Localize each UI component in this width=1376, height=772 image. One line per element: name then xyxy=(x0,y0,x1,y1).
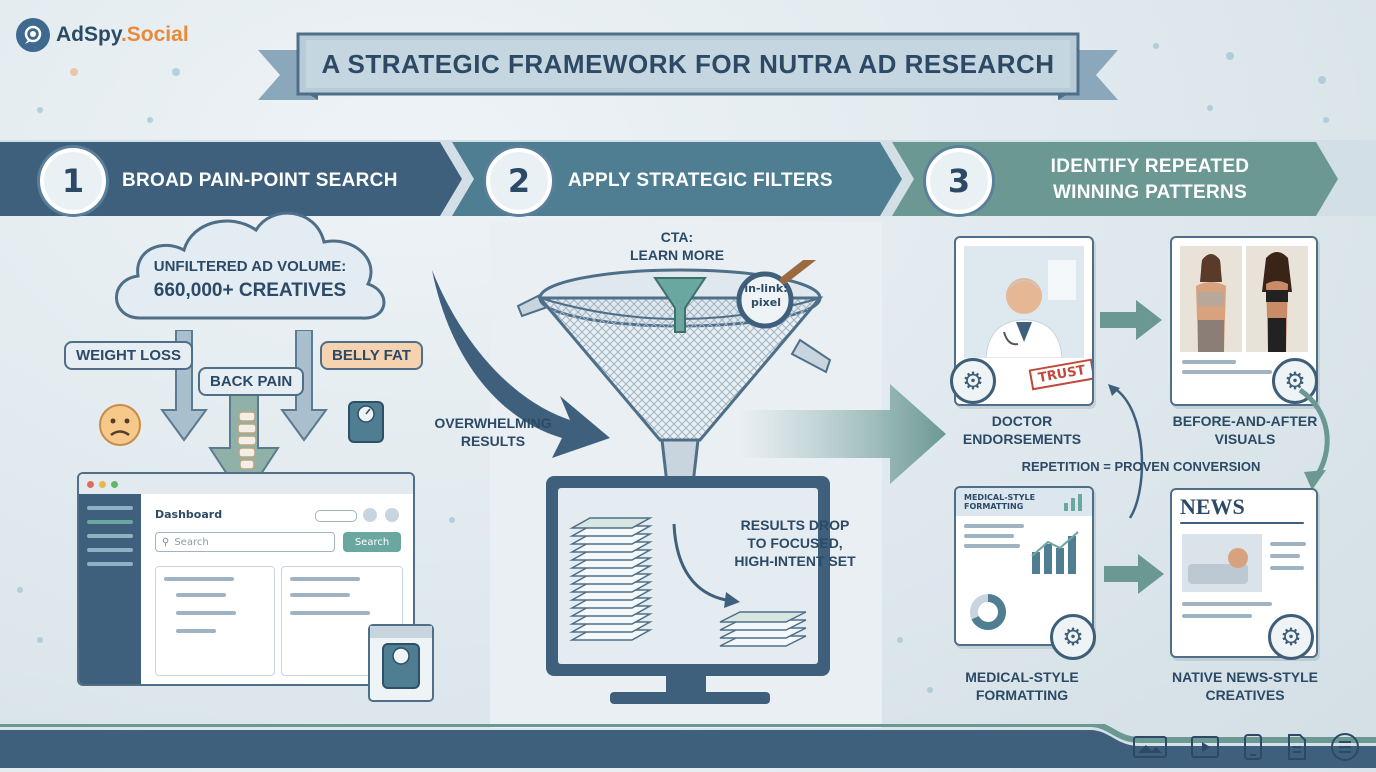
results-card-right xyxy=(281,566,403,676)
cloud-shape xyxy=(115,211,386,320)
footer xyxy=(0,721,1376,768)
step-2-badge: 2 xyxy=(486,148,552,214)
overwhelming-label: OVERWHELMING RESULTS xyxy=(434,415,552,449)
keyword-belly-fat[interactable]: BELLY FAT xyxy=(320,341,423,370)
before-image xyxy=(1180,246,1242,352)
trust-stamp: TRUST xyxy=(1028,358,1092,391)
cloud-line-2: 660,000+ CREATIVES xyxy=(153,280,347,301)
user-avatar[interactable] xyxy=(363,508,377,522)
doctor-illustration xyxy=(985,260,1076,359)
sidebar-item[interactable] xyxy=(87,534,133,538)
cloud-line-1: UNFILTERED AD VOLUME: xyxy=(153,258,347,275)
step-1-label: BROAD PAIN-POINT SEARCH xyxy=(122,170,398,191)
keyword-back-pain[interactable]: BACK PAIN xyxy=(198,367,305,396)
dashboard-window: Dashboard ⚲ Search Search xyxy=(77,472,415,686)
sidebar-item[interactable] xyxy=(87,520,133,524)
settings-avatar[interactable] xyxy=(385,508,399,522)
native-label: NATIVE NEWS-STYLE CREATIVES xyxy=(1172,669,1318,703)
step-3-label: IDENTIFY REPEATED WINNING PATTERNS xyxy=(1050,156,1250,203)
brand-name: AdSpy xyxy=(56,23,121,46)
step-bar xyxy=(0,142,1338,216)
donut-chart-icon xyxy=(970,594,1006,630)
pixel-lens-text: in-link: pixel xyxy=(744,282,788,309)
gear-icon: ⚙ xyxy=(1272,358,1318,404)
step-3-badge: 3 xyxy=(926,148,992,214)
doctor-label: DOCTOR ENDORSEMENTS xyxy=(962,413,1082,447)
arrow-to-patterns xyxy=(740,384,946,484)
after-image xyxy=(1246,246,1308,352)
line-chart-icon xyxy=(1031,531,1079,574)
list-icon[interactable] xyxy=(1330,732,1360,762)
news-masthead: NEWS xyxy=(1180,494,1245,519)
brand-logo[interactable]: AdSpy.Social xyxy=(16,18,189,52)
gear-icon: ⚙ xyxy=(1050,614,1096,660)
news-card: NEWS xyxy=(1170,488,1318,658)
repetition-label: REPETITION = PROVEN CONVERSION xyxy=(1021,459,1261,474)
filter-funnel xyxy=(516,260,832,512)
page-title: A STRATEGIC FRAMEWORK FOR NUTRA AD RESEA… xyxy=(321,48,1055,79)
dashboard-title: Dashboard xyxy=(155,508,223,521)
medical-header: MEDICAL-STYLE FORMATTING xyxy=(964,493,1036,511)
arrow-right-top xyxy=(1100,300,1162,340)
logo-pin-icon xyxy=(16,18,50,52)
title-ribbon xyxy=(258,32,1118,100)
cta-label: CTA: LEARN MORE xyxy=(629,229,725,263)
medical-label: MEDICAL-STYLE FORMATTING xyxy=(965,669,1079,703)
news-photo xyxy=(1182,534,1262,592)
curved-arrow-to-funnel xyxy=(432,270,610,458)
scale-panel xyxy=(368,624,434,702)
dashboard-sidebar xyxy=(79,494,141,684)
window-titlebar xyxy=(79,474,413,494)
small-results-stack xyxy=(719,611,807,647)
footer-icons xyxy=(1132,732,1360,762)
toggle-pill[interactable] xyxy=(315,510,357,522)
image-icon[interactable] xyxy=(1132,734,1168,760)
brand-suffix: .Social xyxy=(120,23,189,46)
gear-icon: ⚙ xyxy=(1268,614,1314,660)
step-2-label: APPLY STRATEGIC FILTERS xyxy=(568,170,833,191)
large-results-stack xyxy=(569,517,653,641)
monitor-neck xyxy=(666,676,706,694)
arrow-right-bottom xyxy=(1104,554,1164,594)
spine-icon xyxy=(237,411,257,470)
before-after-label: BEFORE-AND-AFTER VISUALS xyxy=(1172,413,1318,447)
cycle-arrows xyxy=(1108,384,1330,519)
search-button[interactable]: Search xyxy=(343,532,401,552)
monitor-stand xyxy=(610,692,770,704)
mobile-icon[interactable] xyxy=(1242,733,1264,761)
mini-bar-chart-icon xyxy=(1064,494,1082,511)
step-1-badge: 1 xyxy=(40,148,106,214)
sidebar-item[interactable] xyxy=(87,548,133,552)
window-max-dot[interactable] xyxy=(111,480,118,488)
medical-card: MEDICAL-STYLE FORMATTING xyxy=(954,486,1094,646)
gear-icon: ⚙ xyxy=(950,358,996,404)
scale-panel-icon xyxy=(382,643,420,689)
keyword-weight-loss[interactable]: WEIGHT LOSS xyxy=(64,341,193,370)
search-icon: ⚲ xyxy=(162,536,170,548)
search-input[interactable]: ⚲ Search xyxy=(155,532,335,552)
sidebar-item[interactable] xyxy=(87,562,133,566)
window-close-dot[interactable] xyxy=(87,480,94,488)
sad-face-icon xyxy=(99,404,141,446)
video-icon[interactable] xyxy=(1190,734,1220,760)
scale-icon xyxy=(348,401,384,443)
document-icon[interactable] xyxy=(1286,733,1308,761)
results-card-left xyxy=(155,566,275,676)
drop-arrow xyxy=(672,523,740,608)
results-drop-label: RESULTS DROP TO FOCUSED, HIGH-INTENT SET xyxy=(734,517,856,569)
sidebar-item[interactable] xyxy=(87,506,133,510)
window-min-dot[interactable] xyxy=(99,480,106,488)
